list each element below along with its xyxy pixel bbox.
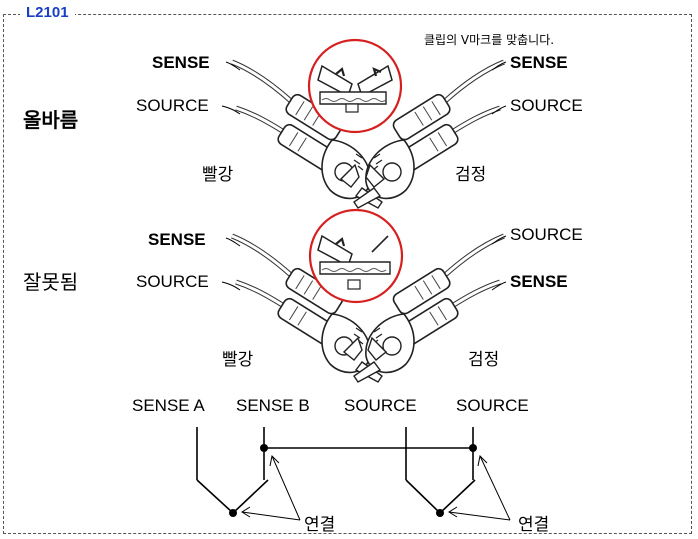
diagram-frame	[3, 14, 692, 534]
wrong-tips	[342, 336, 388, 361]
correct-left-top-label: SENSE	[152, 53, 210, 72]
wrong-label: 잘못됨	[23, 270, 79, 294]
correct-magnifier	[307, 38, 403, 134]
label-pointers	[221, 61, 507, 291]
correct-label: 올바름	[23, 108, 79, 132]
terminal-sense-a: SENSE A	[132, 396, 205, 415]
figure-tag: L2101	[20, 4, 75, 21]
wrong-black-label: 검정	[468, 350, 500, 370]
terminal-source-1: SOURCE	[344, 396, 417, 415]
circuit-nodes	[229, 444, 477, 517]
terminal-source-2: SOURCE	[456, 396, 529, 415]
wrong-magnifier	[308, 208, 404, 304]
circuit-wires	[196, 427, 476, 514]
connect-right-label: 연결	[518, 515, 550, 535]
wrong-red-label: 빨강	[222, 350, 254, 370]
wrong-left-top-label: SENSE	[148, 230, 206, 249]
wrong-right-bottom-label: SENSE	[510, 272, 568, 291]
correct-tips	[339, 163, 386, 188]
correct-black-label: 검정	[455, 165, 487, 185]
connect-arrows	[241, 454, 511, 521]
correct-right-top-label: SENSE	[510, 53, 568, 72]
correct-left-bottom-label: SOURCE	[136, 96, 209, 115]
correct-right-bottom-label: SOURCE	[510, 96, 583, 115]
correct-red-label: 빨강	[202, 165, 234, 185]
v-mark-note: 클립의 V마크를 맞춥니다.	[424, 33, 555, 47]
connect-left-label: 연결	[304, 515, 336, 535]
wrong-left-bottom-label: SOURCE	[136, 272, 209, 291]
terminal-sense-b: SENSE B	[236, 396, 310, 415]
wrong-right-top-label: SOURCE	[510, 225, 583, 244]
